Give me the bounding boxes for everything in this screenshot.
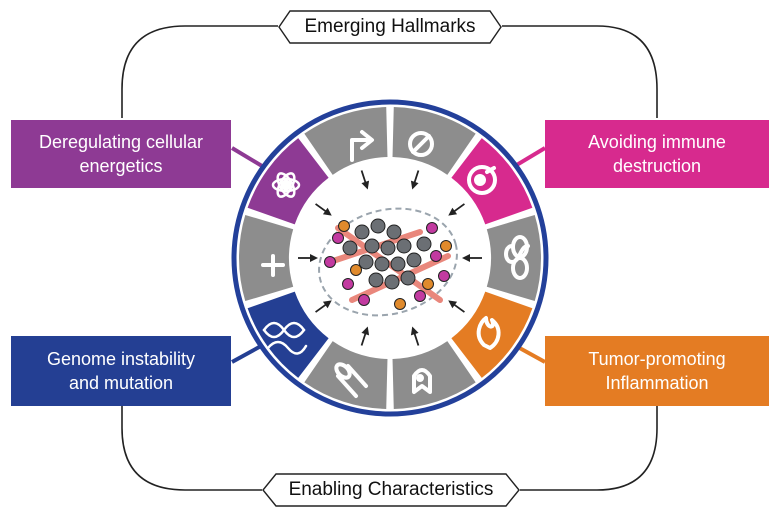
segment-no-entry: [392, 107, 476, 175]
segment-angiogenesis: [304, 341, 388, 409]
tumor-cell: [364, 238, 380, 254]
tumor-cell: [374, 256, 390, 272]
tumor-cell: [358, 254, 374, 270]
arrow-head: [310, 254, 318, 262]
tumor-cell: [386, 224, 402, 240]
box-avoiding-immune-destruction: Avoiding immune destruction: [545, 120, 769, 188]
arrow-head: [361, 180, 370, 190]
cylinder-icon: [334, 362, 368, 398]
segment-inflammation: [451, 291, 533, 378]
label-hexagon-top: [278, 10, 502, 44]
growth-arrow-icon: [350, 130, 374, 162]
emerging-hallmarks-label: Emerging Hallmarks: [278, 10, 502, 44]
label-hexagon-bottom: [262, 473, 520, 507]
inward-arrows: [298, 170, 482, 346]
tumor-cell: [370, 218, 386, 234]
segment-icons: [261, 130, 530, 398]
box-top-right-line1: Avoiding immune: [588, 132, 726, 152]
tumor-cell: [426, 222, 438, 234]
box-tumor-promoting-inflammation: Tumor-promoting Inflammation: [545, 336, 769, 406]
arrow-head: [410, 180, 419, 190]
cell-spread-icon: [412, 368, 432, 394]
ring-segments: [238, 107, 541, 409]
frame-lines: [121, 25, 658, 491]
tumor-cell: [384, 274, 400, 290]
tumor-cell: [350, 264, 362, 276]
box-bottom-left-line1: Genome instability: [46, 349, 196, 369]
immune-cell-icon: [467, 165, 497, 195]
tumor-cell: [416, 236, 432, 252]
box-bottom-left-line2: and mutation: [68, 373, 174, 393]
arrow-head: [448, 207, 458, 216]
flame-icon: [476, 316, 501, 350]
box-deregulating-energetics: Deregulating cellular energetics: [11, 120, 231, 188]
enabling-characteristics-label: Enabling Characteristics: [262, 473, 520, 507]
tumor-cell: [400, 270, 416, 286]
tumor-cell: [422, 278, 434, 290]
arrow-head: [322, 300, 332, 309]
ring-inner-field: [290, 158, 490, 358]
cross-icon: [261, 254, 285, 277]
top-label-text: Emerging Hallmarks: [304, 16, 476, 37]
box-bottom-right-line1: Tumor-promoting: [588, 349, 726, 369]
infinity-icon: [504, 235, 530, 280]
box-top-right-line2: destruction: [612, 156, 702, 176]
tumor-cell: [324, 256, 336, 268]
atom-icon: [271, 172, 301, 198]
tumor-cell: [368, 272, 384, 288]
tumor-illustration: [318, 207, 458, 317]
tumor-cell: [358, 294, 370, 306]
tumor-cell: [342, 240, 358, 256]
tumor-cell: [438, 270, 450, 282]
tumor-cell: [342, 278, 354, 290]
tumor-cell: [380, 240, 396, 256]
tumor-cell: [396, 238, 412, 254]
segment-growth: [304, 107, 388, 175]
tumor-cell: [390, 256, 406, 272]
box-genome-instability: Genome instability and mutation: [11, 336, 231, 406]
blood-vessel: [349, 253, 451, 303]
bottom-label-text: Enabling Characteristics: [288, 479, 494, 500]
segment-cell-death: [238, 214, 294, 302]
box-top-left-line2: energetics: [79, 156, 163, 176]
box-bottom-right-line2: Inflammation: [605, 373, 709, 393]
dna-icon: [262, 321, 308, 355]
box-top-left-line1: Deregulating cellular: [38, 132, 204, 152]
arrow-head: [322, 207, 332, 216]
tumor-cell: [440, 240, 452, 252]
tumor-cell: [338, 220, 350, 232]
arrow-head: [361, 326, 370, 336]
no-entry-icon: [408, 131, 434, 157]
tumor-cell: [430, 250, 442, 262]
tumor-cell: [414, 290, 426, 302]
tumor-cell: [406, 252, 422, 268]
arrow-head: [410, 326, 419, 336]
segment-immune: [451, 138, 533, 225]
arrow-head: [462, 254, 470, 262]
segment-immortality: [486, 214, 541, 302]
tumor-cell: [332, 232, 344, 244]
tumor-cell: [354, 224, 370, 240]
arrow-head: [448, 300, 458, 309]
tumor-cell: [394, 298, 406, 310]
